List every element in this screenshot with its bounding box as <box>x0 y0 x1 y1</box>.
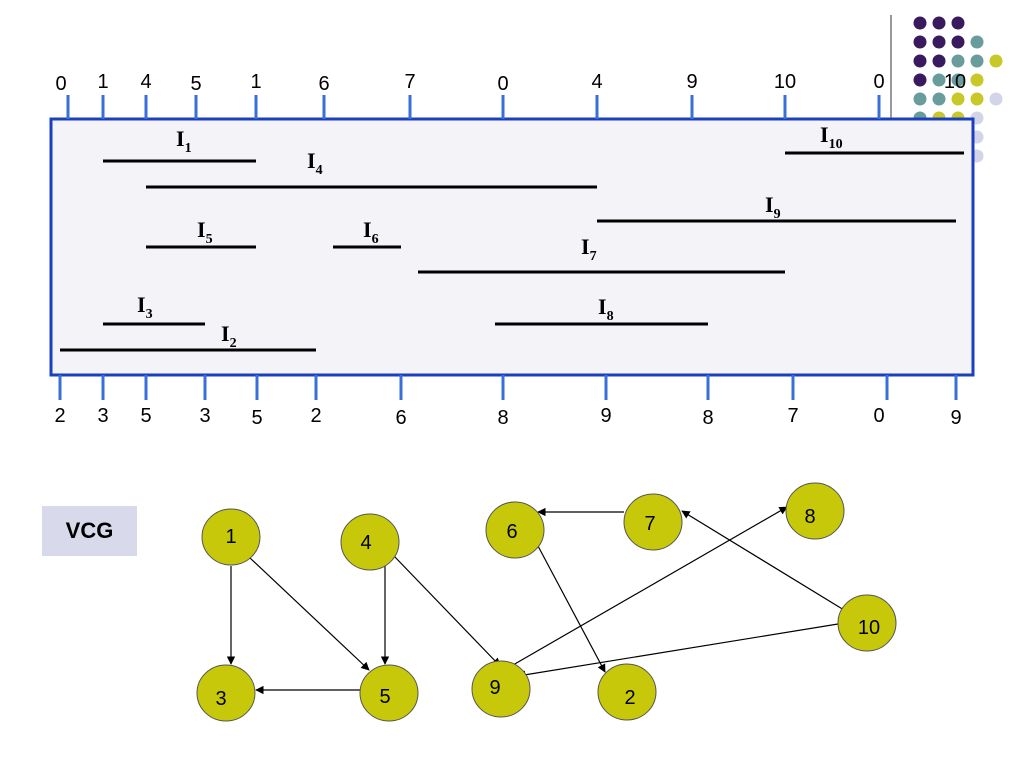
vcg-title: VCG <box>65 518 114 543</box>
net-label-i7: I7 <box>581 234 597 264</box>
vcg-title-box: VCG <box>42 506 137 556</box>
edge-4-9 <box>393 555 501 667</box>
bottom-pin-ticks <box>58 375 958 400</box>
vcg-node-7: 7 <box>623 493 683 551</box>
bottom-pin-label: 2 <box>310 405 321 427</box>
top-pin-ticks <box>66 95 881 119</box>
edge-1-5 <box>248 556 370 671</box>
vcg-node-9: 9 <box>471 660 531 718</box>
edge-6-2 <box>537 545 606 673</box>
svg-text:2: 2 <box>624 687 635 709</box>
bottom-pin-label: 9 <box>600 405 611 427</box>
vcg-node-3: 3 <box>196 664 256 722</box>
net-label-i10: I10 <box>820 122 843 152</box>
top-pin-label: 4 <box>591 71 602 93</box>
top-pin-label: 7 <box>404 71 415 93</box>
svg-text:6: 6 <box>506 521 517 543</box>
vcg-node-5: 5 <box>359 664 419 722</box>
svg-text:10: 10 <box>858 617 880 639</box>
bottom-pin-label: 3 <box>199 405 210 427</box>
top-pin-label: 1 <box>97 71 108 93</box>
top-pin-label: 9 <box>686 71 697 93</box>
vcg-nodes: 1 3 5 4 9 6 2 7 8 10 <box>196 482 897 722</box>
net-labels: I1 I4 I10 I9 I5 I6 I7 I3 I8 I2 <box>137 122 843 351</box>
svg-text:7: 7 <box>644 513 655 535</box>
vcg-node-1: 1 <box>201 508 261 566</box>
net-label-i5: I5 <box>197 217 213 247</box>
top-pin-label: 0 <box>55 73 66 95</box>
bottom-pin-label: 7 <box>787 405 798 427</box>
svg-text:1: 1 <box>225 526 236 548</box>
bottom-pin-label: 6 <box>395 407 406 429</box>
bottom-pin-label: 8 <box>702 407 713 429</box>
net-label-i4: I4 <box>307 148 323 178</box>
edge-10-9 <box>517 623 839 679</box>
vcg-node-6: 6 <box>485 501 545 559</box>
bottom-pin-label: 0 <box>873 405 884 427</box>
bottom-pin-label: 2 <box>54 405 65 427</box>
net-label-i1: I1 <box>176 126 192 156</box>
bottom-pin-label: 5 <box>251 407 262 429</box>
top-pin-label: 10 <box>944 71 966 93</box>
bottom-pin-label: 8 <box>497 407 508 429</box>
net-label-i8: I8 <box>598 294 614 324</box>
edge-10-7 <box>681 510 845 611</box>
top-pin-label: 1 <box>250 71 261 93</box>
bottom-pin-label: 5 <box>140 405 151 427</box>
bottom-pin-label: 9 <box>950 407 961 429</box>
vcg-node-4: 4 <box>340 513 400 571</box>
net-label-i6: I6 <box>363 217 379 247</box>
vcg-node-2: 2 <box>597 663 657 721</box>
vcg-node-10: 10 <box>837 594 897 652</box>
net-label-i2: I2 <box>221 321 237 351</box>
edge-9-8 <box>512 506 788 666</box>
vcg-edges <box>226 506 845 695</box>
top-pin-label: 4 <box>140 71 151 93</box>
bottom-pin-label: 3 <box>97 405 108 427</box>
svg-text:5: 5 <box>379 686 390 708</box>
top-pin-label: 5 <box>190 73 201 95</box>
svg-text:3: 3 <box>215 688 226 710</box>
svg-text:9: 9 <box>489 677 500 699</box>
net-segments <box>60 151 964 352</box>
net-label-i3: I3 <box>137 292 153 322</box>
top-pin-label: 0 <box>873 71 884 93</box>
vcg-node-8: 8 <box>785 482 845 540</box>
net-label-i9: I9 <box>765 192 781 222</box>
svg-text:8: 8 <box>804 506 815 528</box>
svg-text:4: 4 <box>360 532 371 554</box>
top-pin-labels: 0 1 4 5 1 6 7 0 4 9 10 0 10 <box>55 71 966 95</box>
top-pin-label: 10 <box>774 71 796 93</box>
bottom-pin-labels: 2 3 5 3 5 2 6 8 9 8 7 0 9 <box>54 405 961 429</box>
top-pin-label: 6 <box>318 73 329 95</box>
top-pin-label: 0 <box>497 73 508 95</box>
